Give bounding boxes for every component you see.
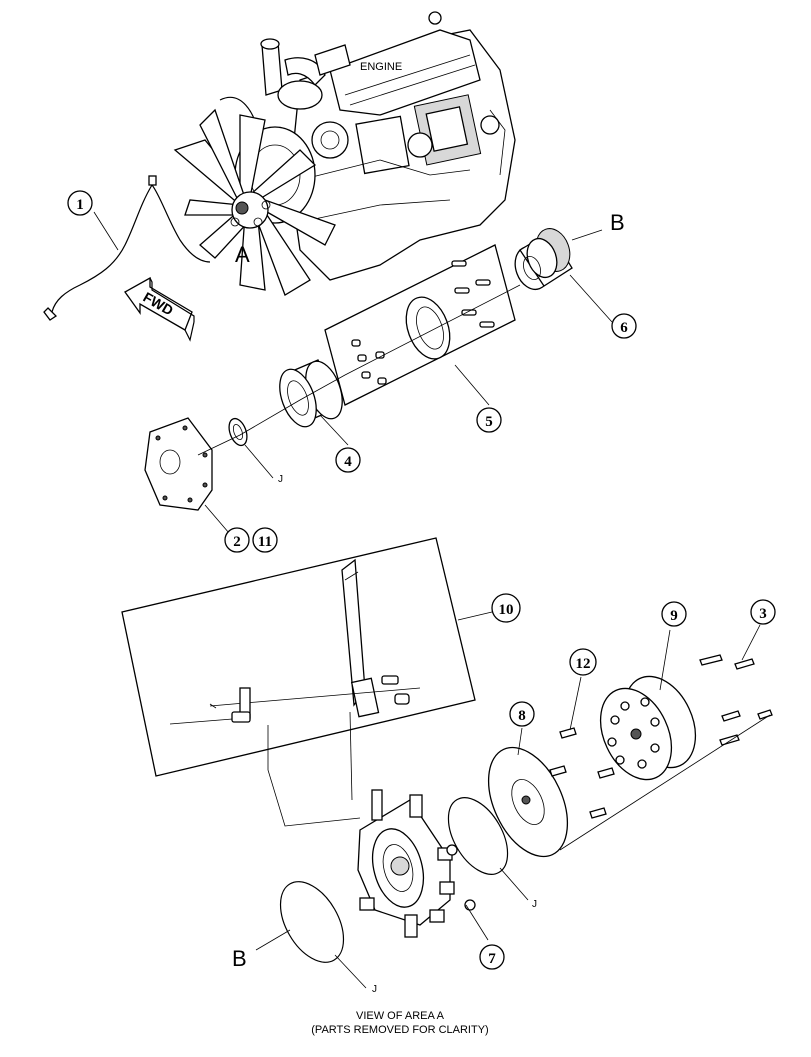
callout-12: 12 <box>569 648 597 676</box>
area-a-label: A <box>235 242 250 267</box>
part-2-adapter-plate <box>144 417 213 511</box>
o-ring-j-bottom-label: J <box>372 984 377 995</box>
part-8-flange <box>487 746 569 858</box>
seal-j <box>228 417 248 447</box>
part-1-sensor-cable <box>43 175 211 321</box>
part-7-hub <box>357 789 476 938</box>
part-4-spacer <box>279 359 343 428</box>
caption-line-2: (PARTS REMOVED FOR CLARITY) <box>311 1024 488 1036</box>
callout-3: 3 <box>750 599 776 625</box>
svg-text:5: 5 <box>485 414 493 430</box>
fan-illustration <box>173 108 336 296</box>
bolts-12 <box>549 727 615 819</box>
svg-text:3: 3 <box>759 606 767 622</box>
callout-1: 1 <box>67 190 93 216</box>
svg-text:10: 10 <box>499 602 514 618</box>
leader-lines <box>93 211 761 989</box>
callout-8: 8 <box>509 701 535 727</box>
callout-6: 6 <box>611 313 637 339</box>
upper-axis-line <box>197 284 521 456</box>
svg-text:8: 8 <box>518 708 526 724</box>
svg-text:2: 2 <box>233 534 241 550</box>
ref-b-top-label: B <box>610 210 625 235</box>
part-10-blade-kit-panel <box>121 537 476 777</box>
callout-5: 5 <box>476 407 502 433</box>
caption-line-1: VIEW OF AREA A <box>356 1010 445 1022</box>
svg-text:7: 7 <box>488 951 496 967</box>
o-ring-j-mid-label: J <box>532 899 537 910</box>
part-5-mounting-kit-panel <box>324 244 516 406</box>
svg-text:4: 4 <box>344 454 352 470</box>
part-6-pulley <box>514 228 573 291</box>
callout-4: 4 <box>335 447 361 473</box>
leader-10-to-hub <box>267 725 361 827</box>
bolts-3 <box>559 654 773 851</box>
forward-arrow: FWD <box>124 276 195 342</box>
engine-label: ENGINE <box>360 61 402 73</box>
part-9-fan-drive-adapter <box>599 675 697 781</box>
callout-10: 10 <box>491 593 521 623</box>
svg-text:11: 11 <box>258 534 272 550</box>
svg-text:6: 6 <box>620 320 628 336</box>
callout-2: 2 <box>224 527 250 553</box>
o-ring-j-mid <box>447 797 509 875</box>
svg-text:12: 12 <box>576 656 591 672</box>
leader-10-to-hub-2 <box>349 711 353 801</box>
callout-9: 9 <box>661 601 687 627</box>
svg-text:1: 1 <box>76 197 84 213</box>
callout-7: 7 <box>479 944 505 970</box>
callout-11: 11 <box>252 527 278 553</box>
seal-j-label: J <box>278 474 283 485</box>
o-ring-j-bottom <box>279 881 345 963</box>
ref-b-bottom-label: B <box>232 946 247 971</box>
svg-text:9: 9 <box>670 608 678 624</box>
